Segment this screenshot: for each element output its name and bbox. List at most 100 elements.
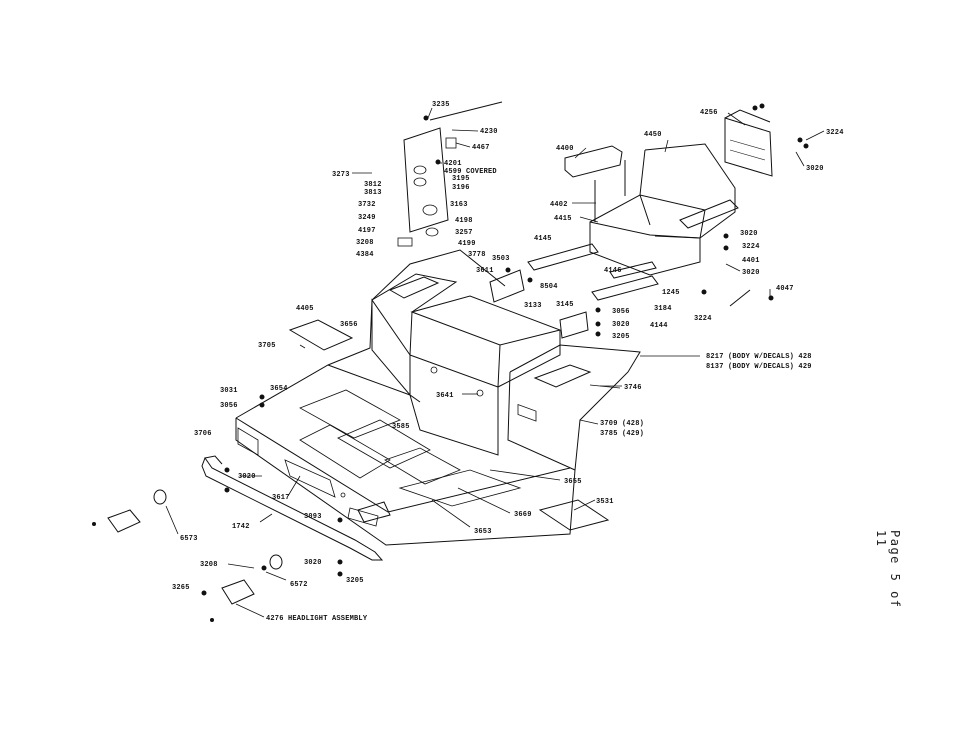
body-tub	[235, 249, 641, 546]
seat-cushion	[589, 194, 706, 276]
right-fender-top	[509, 344, 641, 471]
body-floor-front	[235, 417, 571, 513]
label-3205-lower: 3205	[346, 577, 364, 585]
label-1245: 1245	[662, 289, 680, 297]
label-3273: 3273	[332, 171, 350, 179]
seat-assembly	[564, 143, 739, 276]
fastener-3020-left-2	[224, 487, 230, 493]
center-tunnel-side	[409, 354, 499, 456]
label-3585: 3585	[392, 423, 410, 431]
label-4599: 4599 COVERED	[444, 168, 497, 176]
label-3093: 3093	[304, 513, 322, 521]
label-3224-bottom: 3224	[694, 315, 712, 323]
fastener-3056	[259, 402, 265, 408]
fastener-3093	[337, 517, 343, 523]
fastener-3031	[259, 394, 265, 400]
label-3265: 3265	[172, 584, 190, 592]
screw-upper	[92, 522, 96, 526]
label-3617: 3617	[272, 494, 290, 502]
block-4384	[397, 237, 413, 247]
label-3133: 3133	[524, 302, 542, 310]
bolt-3503	[505, 267, 511, 273]
nut-4201	[435, 159, 441, 165]
bushing-3257	[425, 227, 439, 237]
floor-panel-left	[299, 424, 391, 479]
pivot-3249	[422, 204, 438, 216]
washer-3812	[413, 165, 427, 175]
fastener-3265	[201, 590, 207, 596]
bracket-top	[724, 109, 771, 123]
label-3812: 3812	[364, 181, 382, 189]
lamp-bulb-lower	[269, 554, 283, 570]
label-4400: 4400	[556, 145, 574, 153]
label-3785: 3785 (429)	[600, 430, 644, 438]
front-hole	[340, 492, 346, 498]
linkage-3145	[559, 311, 589, 339]
body-front-edge	[235, 418, 576, 546]
label-6573: 6573	[180, 535, 198, 543]
label-4201: 4201	[444, 160, 462, 168]
bumper-bar	[201, 456, 384, 561]
nut-3056	[595, 307, 601, 313]
label-4405: 4405	[296, 305, 314, 313]
screw-lower	[210, 618, 214, 622]
armrest-pad	[564, 145, 623, 178]
label-4145: 4145	[534, 235, 552, 243]
fastener-3224-seat	[723, 245, 729, 251]
label-3249: 3249	[358, 214, 376, 222]
label-3706: 3706	[194, 430, 212, 438]
label-3224-top: 3224	[826, 129, 844, 137]
headlight-upper	[107, 509, 141, 533]
floor-panel-center	[337, 419, 431, 469]
label-4146: 4146	[604, 267, 622, 275]
label-4402: 4402	[550, 201, 568, 209]
fastener-3020-seat	[723, 233, 729, 239]
label-3056-seat: 3056	[612, 308, 630, 316]
label-3503: 3503	[492, 255, 510, 263]
washer-3813	[413, 177, 427, 187]
label-4197: 4197	[358, 227, 376, 235]
label-3746: 3746	[624, 384, 642, 392]
front-inset-left	[284, 459, 336, 498]
linkage-hardware	[489, 267, 601, 339]
headlights	[92, 489, 283, 622]
label-3235: 3235	[432, 101, 450, 109]
column-plate	[403, 127, 449, 233]
label-3020-left: 3020	[238, 473, 256, 481]
label-3020-lower: 3020	[304, 559, 322, 567]
label-3778: 3778	[468, 251, 486, 259]
label-3196: 3196	[452, 184, 470, 192]
label-4401: 4401	[742, 257, 760, 265]
seat-rail-mid	[609, 261, 657, 279]
center-tunnel-right	[497, 330, 561, 388]
center-tunnel-edge	[497, 344, 501, 388]
seat-rail-left	[527, 243, 599, 271]
label-3056-left: 3056	[220, 402, 238, 410]
linkage-3611	[489, 269, 525, 303]
bracket-bolt	[752, 105, 758, 111]
fastener-3020-lower	[337, 559, 343, 565]
label-3655: 3655	[564, 478, 582, 486]
label-3020-top: 3020	[806, 165, 824, 173]
column-rod	[429, 101, 503, 121]
fastener-3205-lower	[337, 571, 343, 577]
part-4467	[445, 137, 457, 149]
label-1742: 1742	[232, 523, 250, 531]
loose-panels	[288, 319, 610, 531]
fender-badge	[517, 403, 537, 422]
part-labels: 3235 4230 4467 3273 4201 4599 COVERED 31…	[172, 101, 844, 623]
label-3709: 3709 (428)	[600, 420, 644, 428]
fastener-3224-bottom	[701, 289, 707, 295]
left-pod-side	[371, 298, 411, 397]
label-3669: 3669	[514, 511, 532, 519]
label-6572: 6572	[290, 581, 308, 589]
label-3732: 3732	[358, 201, 376, 209]
label-4384: 4384	[356, 251, 374, 259]
label-4450: 4450	[644, 131, 662, 139]
fastener-dots	[201, 233, 729, 596]
left-pod-top	[371, 273, 458, 356]
label-3611: 3611	[476, 267, 494, 275]
nut-3020	[595, 321, 601, 327]
